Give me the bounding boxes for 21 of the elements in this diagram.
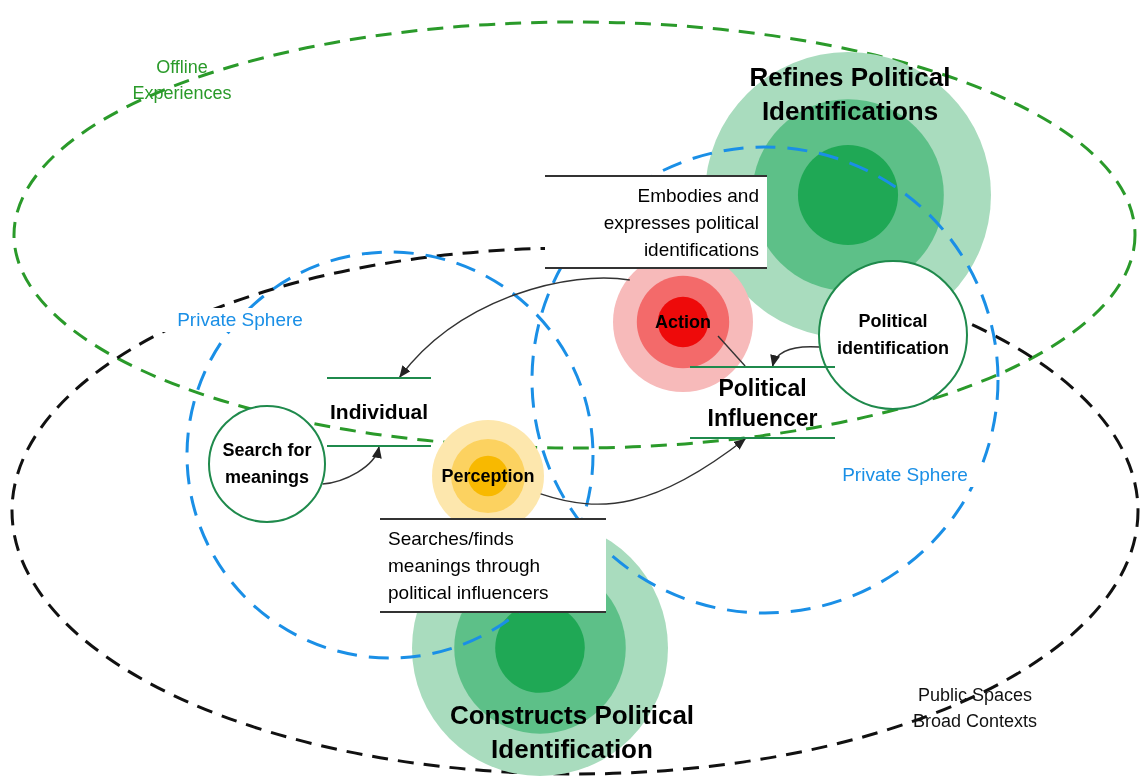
lined-label-node bbox=[690, 366, 835, 439]
region-label: Offline Experiences bbox=[132, 57, 232, 103]
stage-label: Perception bbox=[441, 464, 535, 488]
note-text: Embodies and expresses political identifications bbox=[602, 183, 759, 262]
heading-label: Refines Political Identifications bbox=[748, 61, 952, 128]
node-label: Individual bbox=[330, 399, 428, 425]
note-box bbox=[545, 175, 767, 269]
region-label: Public Spaces Broad Contexts bbox=[912, 685, 1038, 731]
sphere-label: Private Sphere bbox=[177, 309, 303, 330]
note-box bbox=[380, 518, 606, 613]
curved-arrow bbox=[539, 438, 746, 505]
node-label: Political identification bbox=[836, 310, 950, 360]
curved-arrow bbox=[399, 277, 631, 378]
curved-arrow bbox=[321, 446, 381, 485]
heading-label: Constructs Political Identification bbox=[448, 699, 696, 766]
note-text: Searches/finds meanings through political influencers bbox=[388, 527, 550, 605]
node-label: Search for meanings bbox=[221, 439, 313, 489]
stage-label: Action bbox=[655, 310, 711, 334]
sphere-label: Private Sphere bbox=[842, 464, 968, 485]
lined-label-node bbox=[327, 377, 431, 447]
node-label: Political Influencer bbox=[706, 373, 819, 433]
